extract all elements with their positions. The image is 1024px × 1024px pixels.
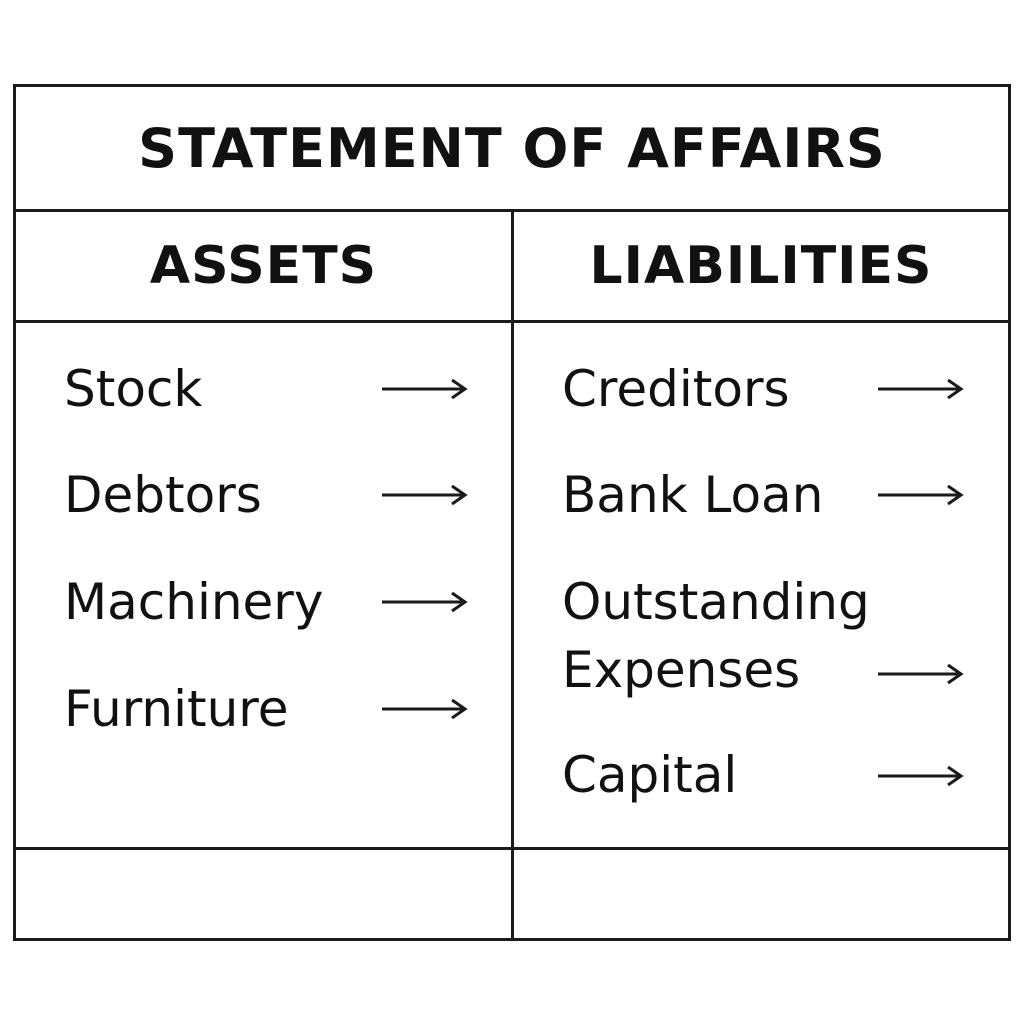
right-arrow-icon (876, 483, 964, 507)
liability-item-capital: Capital (562, 746, 738, 804)
liabilities-heading: LIABILITIES (589, 236, 933, 296)
right-arrow-icon (380, 483, 468, 507)
liabilities-header: LIABILITIES (514, 212, 1008, 323)
right-arrow-icon (876, 662, 964, 686)
asset-item-stock: Stock (64, 360, 203, 418)
liability-item-outstanding: Outstanding (562, 573, 870, 631)
right-arrow-icon (876, 377, 964, 401)
liabilities-total-cell (514, 850, 1008, 940)
asset-item-machinery: Machinery (64, 573, 324, 631)
liability-item-creditors: Creditors (562, 360, 790, 418)
right-arrow-icon (380, 590, 468, 614)
right-arrow-icon (380, 697, 468, 721)
asset-item-debtors: Debtors (64, 466, 262, 524)
asset-item-furniture: Furniture (64, 680, 289, 738)
statement-of-affairs-table: STATEMENT OF AFFAIRS ASSETS Stock Debtor… (13, 84, 1011, 941)
assets-total-cell (16, 850, 511, 940)
title-row: STATEMENT OF AFFAIRS (16, 87, 1008, 212)
liability-item-bank-loan: Bank Loan (562, 466, 824, 524)
assets-header: ASSETS (16, 212, 511, 323)
liabilities-list: Creditors Bank Loan Outstanding Expenses… (514, 323, 1008, 850)
liabilities-column: LIABILITIES Creditors Bank Loan Outstand… (514, 212, 1008, 938)
right-arrow-icon (380, 377, 468, 401)
assets-heading: ASSETS (149, 236, 378, 296)
assets-column: ASSETS Stock Debtors Machinery Furniture (16, 212, 514, 938)
right-arrow-icon (876, 764, 964, 788)
liability-item-expenses: Expenses (562, 641, 801, 699)
assets-list: Stock Debtors Machinery Furniture (16, 323, 511, 850)
page-title: STATEMENT OF AFFAIRS (138, 116, 886, 180)
